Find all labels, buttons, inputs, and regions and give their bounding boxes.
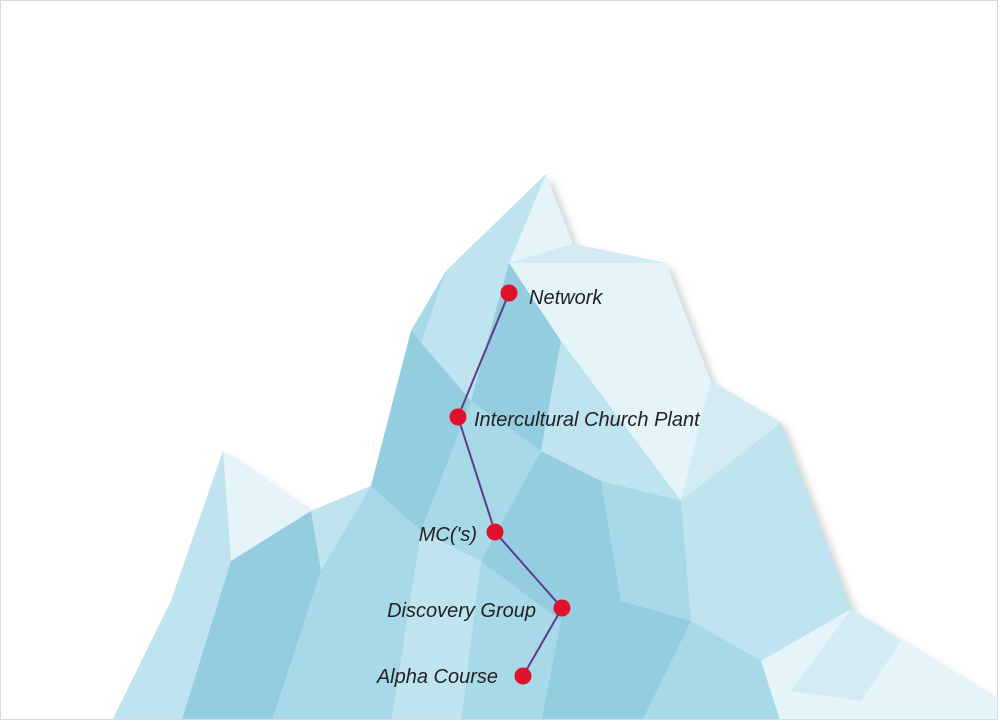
stage-dot-alpha-course (514, 667, 532, 685)
stage-label-mcs: MC('s) (419, 524, 477, 546)
connector-mcs-discovery (494, 531, 563, 609)
stage-dot-discovery-group (553, 599, 571, 617)
stage-dot-mcs (486, 523, 504, 541)
stage-labels: Network Intercultural Church Plant MC('s… (376, 287, 701, 688)
stage-label-discovery-group: Discovery Group (387, 600, 536, 622)
connector-discovery-alpha (522, 607, 563, 677)
stage-connectors (457, 292, 563, 677)
stage-label-network: Network (529, 287, 603, 309)
stage-dot-intercultural-church-plant (449, 408, 467, 426)
stage-label-intercultural-church-plant: Intercultural Church Plant (474, 409, 701, 431)
stage-markers (449, 284, 571, 685)
iceberg-facets (112, 174, 997, 719)
stage-dot-network (500, 284, 518, 302)
stage-label-alpha-course: Alpha Course (376, 666, 498, 688)
connector-plant-mcs (457, 416, 496, 533)
connector-network-plant (457, 292, 510, 418)
